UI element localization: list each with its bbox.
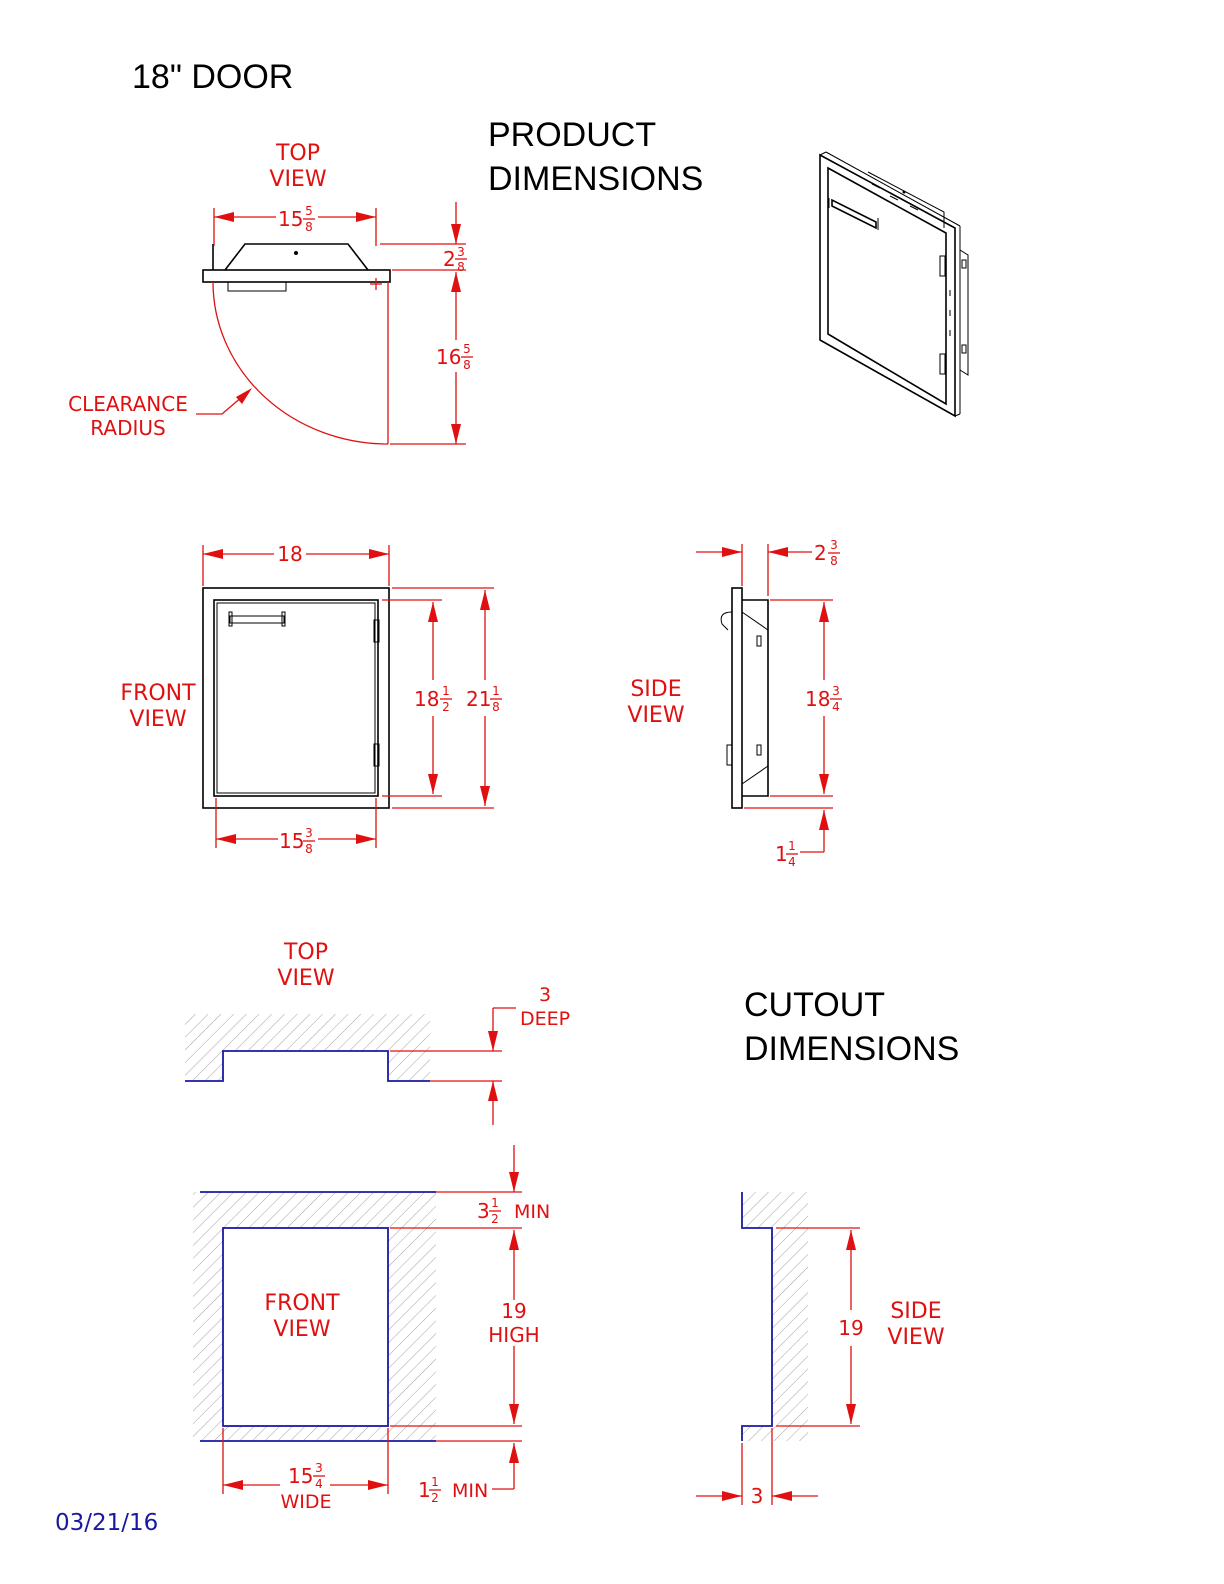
product-top-view-label-2: VIEW [269, 167, 326, 192]
product-side-view-label-1: SIDE [630, 677, 681, 702]
svg-text:1: 1 [775, 842, 788, 866]
product-heading-2: DIMENSIONS [488, 160, 703, 198]
cutout-top-view-label-1: TOP [283, 940, 328, 965]
svg-text:8: 8 [830, 554, 838, 568]
svg-text:1: 1 [788, 839, 796, 853]
dim-side-bottom: 1 1 4 [775, 839, 798, 869]
svg-text:2: 2 [814, 541, 827, 565]
dim-front-overall-width: 18 [277, 542, 302, 566]
cutout-heading-2: DIMENSIONS [744, 1030, 959, 1068]
cutout-depth-word: DEEP [520, 1008, 570, 1030]
cutout-side-view: 19 SIDE VIEW 3 [696, 1192, 945, 1508]
svg-text:18: 18 [805, 687, 830, 711]
dim-front-bottom-width: 15 3 8 [279, 826, 315, 856]
cutout-heading-1: CUTOUT [744, 986, 885, 1024]
svg-text:5: 5 [463, 342, 471, 356]
svg-text:2: 2 [431, 1491, 439, 1505]
cutout-side-view-label-2: VIEW [887, 1325, 944, 1350]
cutout-side-height: 19 [838, 1316, 863, 1340]
svg-text:8: 8 [457, 260, 465, 274]
cutout-height-value: 19 [501, 1299, 526, 1323]
sheet-title: 18" DOOR [132, 58, 293, 96]
svg-text:8: 8 [305, 842, 313, 856]
svg-text:16: 16 [436, 345, 461, 369]
svg-text:1: 1 [491, 1196, 499, 1210]
svg-text:MIN: MIN [514, 1201, 550, 1223]
svg-text:21: 21 [466, 687, 491, 711]
product-heading-1: PRODUCT [488, 116, 656, 154]
svg-text:3: 3 [830, 538, 838, 552]
svg-text:8: 8 [492, 700, 500, 714]
svg-text:8: 8 [305, 220, 313, 234]
cutout-top-view: TOP VIEW 3 DEEP [185, 940, 570, 1125]
clearance-radius-arc [213, 282, 388, 444]
svg-text:4: 4 [832, 700, 840, 714]
top-view-door-box [225, 244, 368, 270]
front-view-handle [230, 616, 284, 623]
dim-cutout-width: 15 3 4 WIDE [280, 1461, 331, 1513]
product-front-view-label-2: VIEW [129, 707, 186, 732]
dim-front-overall-height: 21 1 8 [466, 684, 502, 714]
cutout-front-view: FRONT VIEW 3 1 2 MIN 19 HIGH 1 1 2 [193, 1145, 550, 1513]
cutout-depth-value: 3 [539, 984, 551, 1006]
svg-text:15: 15 [288, 1464, 313, 1488]
svg-text:3: 3 [477, 1199, 490, 1223]
product-front-view: FRONT VIEW 18 18 1 2 [120, 542, 502, 856]
svg-text:8: 8 [463, 358, 471, 372]
dim-cutout-top-min: 3 1 2 MIN [477, 1196, 550, 1226]
product-side-view-label-2: VIEW [627, 703, 684, 728]
svg-text:1: 1 [418, 1478, 431, 1502]
svg-text:3: 3 [305, 826, 313, 840]
dim-side-height: 18 3 4 [805, 684, 842, 714]
product-top-view-label-1: TOP [275, 141, 320, 166]
dim-cutout-bottom-min: 1 1 2 MIN [418, 1475, 488, 1505]
cutout-front-view-label-1: FRONT [264, 1291, 340, 1316]
clearance-label-1: CLEARANCE [68, 392, 188, 416]
svg-text:3: 3 [832, 684, 840, 698]
product-top-view: TOP VIEW 15 5 8 2 3 [68, 141, 473, 444]
clearance-label-2: RADIUS [90, 416, 165, 440]
drawing-date: 03/21/16 [55, 1510, 158, 1536]
cutout-top-view-label-2: VIEW [277, 966, 334, 991]
svg-text:2: 2 [442, 700, 450, 714]
svg-text:18: 18 [414, 687, 439, 711]
svg-text:4: 4 [315, 1477, 323, 1491]
top-view-handle [228, 282, 286, 291]
svg-text:1: 1 [442, 684, 450, 698]
svg-text:MIN: MIN [452, 1480, 488, 1502]
svg-text:1: 1 [492, 684, 500, 698]
cutout-front-view-label-2: VIEW [273, 1317, 330, 1342]
dim-side-depth: 2 3 8 [814, 538, 840, 568]
svg-text:WIDE: WIDE [280, 1491, 331, 1513]
top-view-door-frame [203, 270, 390, 282]
svg-text:1: 1 [431, 1475, 439, 1489]
product-isometric-view [820, 152, 968, 416]
dim-top-width: 15 5 8 [278, 204, 315, 234]
product-front-view-label-1: FRONT [120, 681, 196, 706]
svg-text:15: 15 [278, 207, 303, 231]
svg-text:15: 15 [279, 829, 304, 853]
svg-text:4: 4 [788, 855, 796, 869]
cutout-height-word: HIGH [488, 1323, 539, 1347]
svg-text:2: 2 [443, 247, 456, 271]
cutout-side-depth: 3 [751, 1484, 764, 1508]
product-side-view: SIDE VIEW 2 3 8 18 3 [627, 538, 842, 869]
dim-front-inner-height: 18 1 2 [414, 684, 452, 714]
svg-text:3: 3 [315, 1461, 323, 1475]
svg-text:3: 3 [457, 245, 465, 259]
dim-clearance: 16 5 8 [436, 342, 473, 372]
dim-top-depth: 2 3 8 [443, 245, 467, 274]
cutout-side-view-label-1: SIDE [890, 1299, 941, 1324]
svg-text:2: 2 [491, 1212, 499, 1226]
svg-text:5: 5 [305, 204, 313, 218]
